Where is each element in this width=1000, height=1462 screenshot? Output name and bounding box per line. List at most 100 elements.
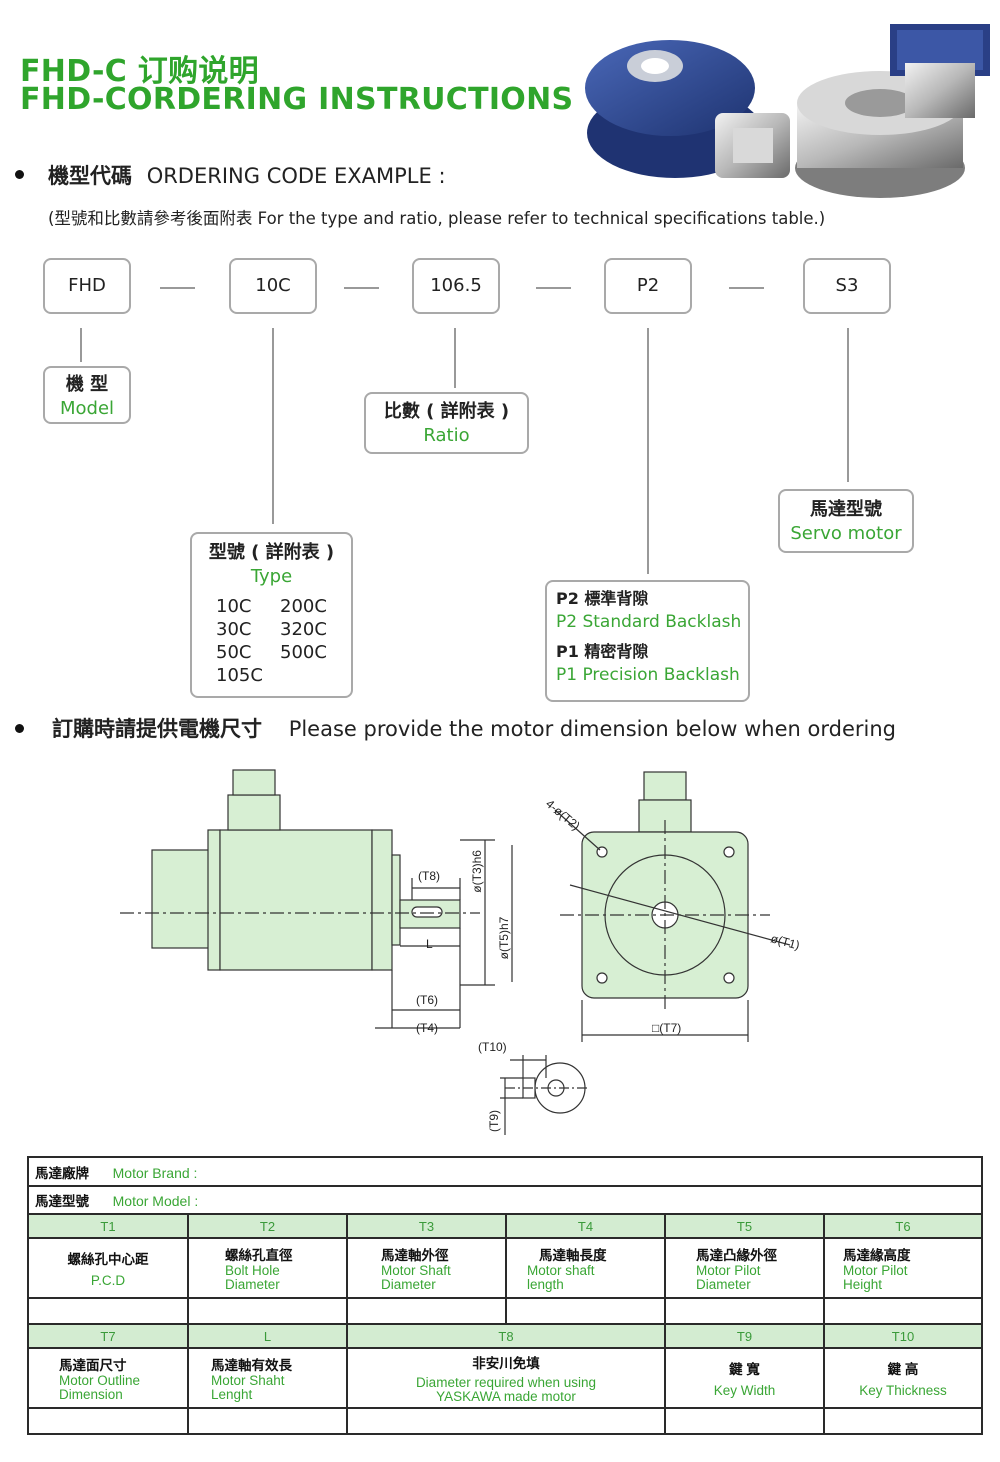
brand-cell[interactable]: 馬達廠牌 Motor Brand : <box>27 1156 983 1187</box>
label-l: L <box>426 937 433 951</box>
legend-servo-zh: 馬達型號 <box>810 499 882 520</box>
answer-t6[interactable] <box>823 1297 983 1325</box>
spec-header-row-2: T7 L T8 T9 T10 <box>27 1323 983 1349</box>
desc-zh: 馬達緣高度 <box>843 1248 911 1263</box>
code-separator <box>160 287 195 289</box>
header-t4: T4 <box>505 1213 666 1239</box>
bullet <box>15 724 24 733</box>
legend-type-en: Type <box>250 566 293 587</box>
legend-model-en: Model <box>59 398 115 419</box>
label-t7: □(T7) <box>652 1021 681 1035</box>
legend-ratio-zh: 比數 ( 詳附表 ) <box>383 401 510 422</box>
answer-t2[interactable] <box>187 1297 348 1325</box>
desc-en: Motor Shaht Lenght <box>211 1373 285 1402</box>
backlash-p2-zh: P2 標準背隙 <box>556 589 649 608</box>
model-label-zh: 馬達型號 <box>35 1194 89 1209</box>
answer-t3[interactable] <box>346 1297 507 1325</box>
label-t9: (T9) <box>487 1110 501 1132</box>
section1-heading: 機型代碼 ORDERING CODE EXAMPLE : <box>48 160 446 190</box>
code-separator <box>536 287 571 289</box>
motor-front-view <box>554 771 791 1042</box>
motor-side-view <box>120 769 513 1029</box>
legend-servo: 馬達型號 Servo motor <box>778 489 914 553</box>
answer-t10[interactable] <box>823 1407 983 1435</box>
desc-zh: 螺絲孔中心距 <box>67 1252 149 1267</box>
label-t2: 4-ø(T2) <box>543 797 583 833</box>
brand-label-zh: 馬達廠牌 <box>35 1165 89 1181</box>
desc-en: Motor Pilot Height <box>843 1263 908 1292</box>
header-t3: T3 <box>346 1213 507 1239</box>
desc-zh: 馬達凸緣外徑 <box>696 1248 777 1263</box>
code-separator <box>344 287 379 289</box>
page-title-en: FHD-CORDERING INSTRUCTIONS <box>20 82 574 117</box>
answer-l[interactable] <box>187 1407 348 1435</box>
desc-en: Bolt Hole Diameter <box>225 1263 280 1292</box>
label-t1: ø(T1) <box>769 931 801 952</box>
desc-en: Key Width <box>713 1383 776 1398</box>
answer-t5[interactable] <box>664 1297 825 1325</box>
model-row: 馬達型號 Motor Model : <box>27 1185 983 1215</box>
section1-heading-en: ORDERING CODE EXAMPLE : <box>146 164 446 188</box>
product-photos <box>585 24 990 198</box>
header-l: L <box>187 1323 348 1349</box>
desc-zh: 馬達軸長度 <box>539 1248 607 1263</box>
code-box-type: 10C <box>229 258 317 314</box>
answer-t7[interactable] <box>27 1407 189 1435</box>
connector-line <box>272 328 274 524</box>
type-value: 30C <box>216 619 252 640</box>
model-label-en: Motor Model : <box>112 1193 199 1209</box>
brand-row: 馬達廠牌 Motor Brand : <box>27 1156 983 1187</box>
desc-zh: 鍵 寬 <box>729 1362 760 1377</box>
answer-t9[interactable] <box>664 1407 825 1435</box>
model-cell[interactable]: 馬達型號 Motor Model : <box>27 1185 983 1215</box>
answer-t1[interactable] <box>27 1297 189 1325</box>
type-value: 50C <box>216 642 252 663</box>
code-box-backlash: P2 <box>604 258 692 314</box>
header-t2: T2 <box>187 1213 348 1239</box>
header-t5: T5 <box>664 1213 825 1239</box>
desc-en: Key Thickness <box>859 1383 947 1398</box>
answer-t8[interactable] <box>346 1407 666 1435</box>
legend-model-zh: 機 型 <box>65 374 109 395</box>
desc-zh: 馬達軸外徑 <box>381 1248 449 1263</box>
motor-dimension-drawing: (T8) L (T6) (T4) ø(T3)h6 ø(T5)h7 4-ø(T2)… <box>120 769 801 1135</box>
backlash-p2-en: P2 Standard Backlash <box>556 612 742 632</box>
connector-line <box>647 328 649 574</box>
desc-zh: 鍵 高 <box>887 1362 919 1377</box>
label-t3: ø(T3)h6 <box>470 850 484 893</box>
label-t4: (T4) <box>416 1021 438 1035</box>
desc-t9: 鍵 寬 Key Width <box>664 1347 825 1409</box>
code-box-ratio: 106.5 <box>412 258 500 314</box>
label-t10: (T10) <box>478 1040 507 1054</box>
spec-answer-row-1 <box>27 1297 983 1325</box>
desc-zh: 馬達面尺寸 <box>59 1358 127 1373</box>
desc-en: Motor Pilot Diameter <box>696 1263 761 1292</box>
desc-en: Motor Outline Dimension <box>59 1373 141 1402</box>
spec-answer-row-2 <box>27 1407 983 1435</box>
header-t10: T10 <box>823 1323 983 1349</box>
code-box-servo: S3 <box>803 258 891 314</box>
legend-model: 機 型 Model <box>43 366 131 424</box>
shaft-key-detail <box>500 1055 590 1135</box>
page-title-zh: FHD-C 订购说明 <box>20 54 259 89</box>
legend-type-zh: 型號 ( 詳附表 ) <box>208 542 335 563</box>
section1-note: (型號和比數請參考後面附表 For the type and ratio, pl… <box>48 209 826 228</box>
code-box-fhd: FHD <box>43 258 131 314</box>
desc-zh: 馬達軸有效長 <box>211 1358 292 1373</box>
header-t6: T6 <box>823 1213 983 1239</box>
label-t5: ø(T5)h7 <box>497 916 511 959</box>
answer-t4[interactable] <box>505 1297 666 1325</box>
legend-ratio-en: Ratio <box>423 425 470 446</box>
desc-en: Motor Shaft Diameter <box>381 1263 451 1292</box>
section2-heading-zh: 訂購時請提供電機尺寸 <box>52 717 262 741</box>
label-t6: (T6) <box>416 993 438 1007</box>
desc-t10: 鍵 高 Key Thickness <box>823 1347 983 1409</box>
legend-backlash: P2 標準背隙 P2 Standard Backlash P1 精密背隙 P1 … <box>545 580 750 702</box>
